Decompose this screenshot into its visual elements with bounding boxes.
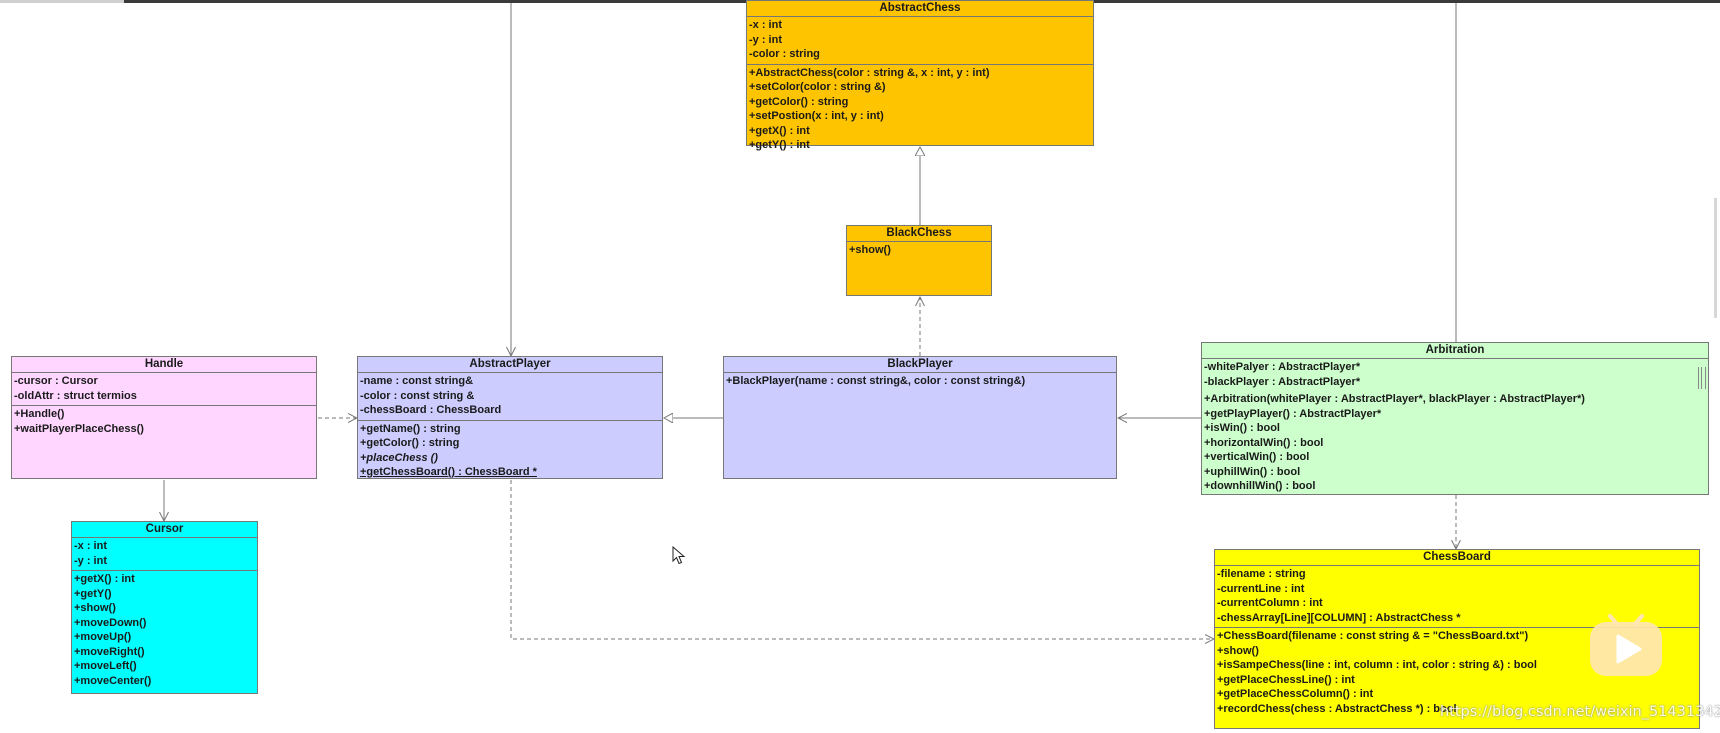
operation: +getX() : int xyxy=(749,124,810,137)
attribute: -x : int xyxy=(749,19,782,31)
attributes: -filename : string -currentLine : int -c… xyxy=(1215,566,1699,627)
attribute: -whitePalyer : AbstractPlayer* xyxy=(1204,361,1361,373)
attribute: -blackPlayer : AbstractPlayer* xyxy=(1204,375,1361,388)
operation: +AbstractChess(color : string &, x : int… xyxy=(749,66,990,79)
operation: +getColor() : string xyxy=(749,95,849,108)
operations: +Arbitration(whitePlayer : AbstractPlaye… xyxy=(1202,391,1708,496)
operation: +getChessBoard() : ChessBoard * xyxy=(360,466,537,478)
attribute: -chessBoard : ChessBoard xyxy=(360,404,502,416)
attributes: -x : int -y : int -color : string xyxy=(747,17,1093,64)
watermark-url: https://blog.csdn.net/weixin_51431342 xyxy=(1440,704,1720,720)
operation: +BlackPlayer(name : const string&, color… xyxy=(726,375,1026,387)
operation: +moveUp() xyxy=(74,631,132,643)
operation: +show() xyxy=(1217,644,1259,657)
operation: +ChessBoard(filename : const string & = … xyxy=(1217,630,1529,642)
class-name: BlackChess xyxy=(847,226,991,242)
class-name: BlackPlayer xyxy=(724,357,1116,373)
operation: +getPlaceChessColumn() : int xyxy=(1217,688,1374,700)
class-name: ChessBoard xyxy=(1215,550,1699,566)
attribute: -color : const string & xyxy=(360,389,475,402)
operation: +moveLeft() xyxy=(74,660,137,672)
operation: +getColor() : string xyxy=(360,437,460,449)
class-name: AbstractChess xyxy=(747,1,1093,17)
scrollbar-hint xyxy=(1714,198,1717,318)
operation: +getPlayPlayer() : AbstractPlayer* xyxy=(1204,407,1382,420)
attribute: -y : int xyxy=(74,554,107,567)
operations: +getName() : string +getColor() : string… xyxy=(358,419,662,482)
attributes: -name : const string& -color : const str… xyxy=(358,373,662,420)
top-border-gap xyxy=(0,0,124,3)
operation: +setColor(color : string &) xyxy=(749,81,886,93)
attribute: -x : int xyxy=(74,540,107,552)
abstract-operation: +placeChess () xyxy=(360,451,438,464)
operations: +AbstractChess(color : string &, x : int… xyxy=(747,63,1093,155)
attribute: -oldAttr : struct termios xyxy=(14,389,137,402)
attributes: -x : int -y : int xyxy=(72,538,257,570)
operation: +moveCenter() xyxy=(74,674,152,687)
operation: +show() xyxy=(849,244,891,256)
operations: +Handle() +waitPlayerPlaceChess() xyxy=(12,405,316,438)
operation: +getName() : string xyxy=(360,422,461,435)
operations: +BlackPlayer(name : const string&, color… xyxy=(724,373,1116,391)
class-abstract-player[interactable]: AbstractPlayer -name : const string& -co… xyxy=(357,356,663,479)
attribute: -name : const string& xyxy=(360,375,474,387)
operation: +downhillWin() : bool xyxy=(1204,480,1316,492)
operation: +isSampeChess(line : int, column : int, … xyxy=(1217,659,1537,671)
attribute: -currentLine : int xyxy=(1217,582,1305,595)
operation: +uphillWin() : bool xyxy=(1204,465,1301,478)
class-name: AbstractPlayer xyxy=(358,357,662,373)
operation: +Arbitration(whitePlayer : AbstractPlaye… xyxy=(1204,393,1585,405)
class-name: Arbitration xyxy=(1202,343,1708,359)
mouse-pointer-icon xyxy=(672,546,686,565)
operation: +waitPlayerPlaceChess() xyxy=(14,422,144,435)
attribute: -cursor : Cursor xyxy=(14,375,98,387)
operation: +getX() : int xyxy=(74,573,135,585)
class-name: Cursor xyxy=(72,522,257,538)
operation: +getY() xyxy=(74,587,112,600)
operation: +recordChess(chess : AbstractChess *) : … xyxy=(1217,702,1457,715)
attribute: -color : string xyxy=(749,48,820,60)
class-name: Handle xyxy=(12,357,316,373)
line-abstractplayer-chessboard xyxy=(510,480,1214,639)
operation: +getPlaceChessLine() : int xyxy=(1217,673,1355,686)
operations: +getX() : int +getY() +show() +moveDown(… xyxy=(72,570,257,690)
operation: +horizontalWin() : bool xyxy=(1204,436,1324,449)
operation: +moveRight() xyxy=(74,645,145,658)
attributes: -cursor : Cursor -oldAttr : struct termi… xyxy=(12,373,316,405)
attributes: -whitePalyer : AbstractPlayer* -blackPla… xyxy=(1202,359,1708,391)
operation: +setPostion(x : int, y : int) xyxy=(749,110,884,122)
class-cursor[interactable]: Cursor -x : int -y : int +getX() : int +… xyxy=(71,521,258,694)
operation: +isWin() : bool xyxy=(1204,422,1280,434)
attribute: -y : int xyxy=(749,33,782,46)
play-icon[interactable] xyxy=(1584,600,1668,684)
class-handle[interactable]: Handle -cursor : Cursor -oldAttr : struc… xyxy=(11,356,317,479)
operations: +ChessBoard(filename : const string & = … xyxy=(1215,627,1699,718)
operation: +moveDown() xyxy=(74,616,147,629)
resize-handle[interactable] xyxy=(1698,367,1706,389)
class-black-chess[interactable]: BlackChess +show() xyxy=(846,225,992,296)
attribute: -currentColumn : int xyxy=(1217,597,1323,609)
class-abstract-chess[interactable]: AbstractChess -x : int -y : int -color :… xyxy=(746,0,1094,151)
class-black-player[interactable]: BlackPlayer +BlackPlayer(name : const st… xyxy=(723,356,1117,479)
attribute: -chessArray[Line][COLUMN] : AbstractChes… xyxy=(1217,611,1461,624)
operation: +Handle() xyxy=(14,408,65,420)
operation: +show() xyxy=(74,602,116,614)
operation: +getY() : int xyxy=(749,139,810,151)
operations: +show() xyxy=(847,242,991,260)
operation: +verticalWin() : bool xyxy=(1204,451,1310,463)
attribute: -filename : string xyxy=(1217,568,1306,580)
class-arbitration[interactable]: Arbitration -whitePalyer : AbstractPlaye… xyxy=(1201,342,1709,495)
